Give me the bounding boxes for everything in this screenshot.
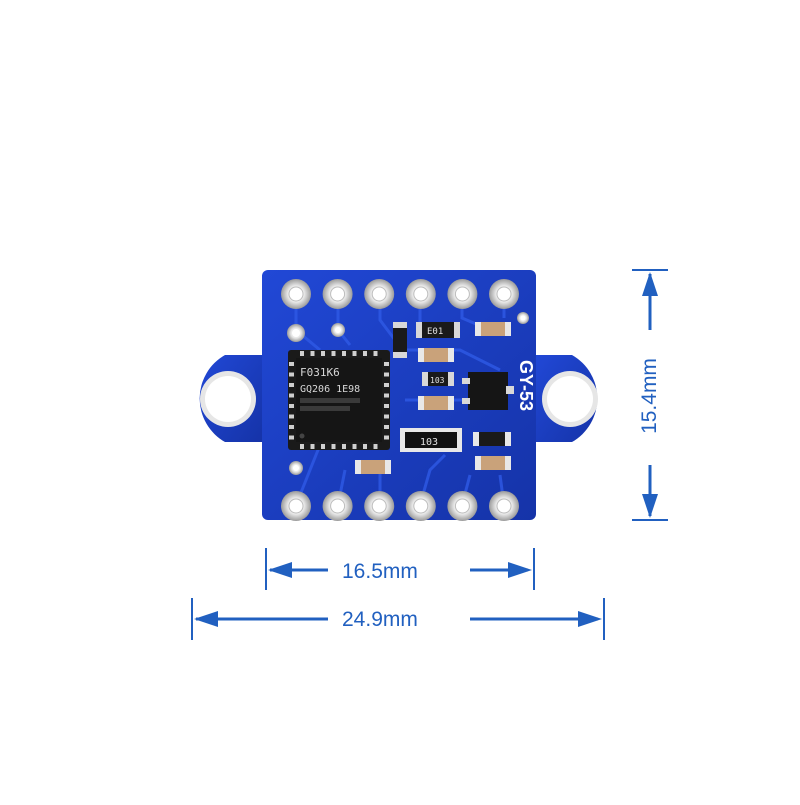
- chip-pin: [384, 362, 389, 366]
- top-pin-pad-hole: [330, 286, 346, 302]
- bottom-pin-pad-hole: [496, 498, 512, 514]
- bottom-pin-pad-hole: [413, 498, 429, 514]
- chip-pin: [289, 404, 294, 408]
- chip-marking-line1: F031K6: [300, 366, 340, 379]
- chip-pin: [363, 351, 367, 356]
- chip-pin: [352, 444, 357, 449]
- chip-pin: [321, 351, 325, 356]
- chip-marking-line2: GQ206 1E98: [300, 384, 360, 395]
- chip-pin: [384, 425, 389, 429]
- board-silkscreen-label: GY-53: [516, 360, 536, 411]
- bottom-pin-pad-hole: [330, 498, 346, 514]
- chip-pin: [384, 435, 389, 440]
- chip-pin: [289, 425, 294, 429]
- top-pin-pad-hole: [371, 286, 387, 302]
- mounting-hole-right: [542, 371, 598, 427]
- chip-pin: [310, 351, 315, 356]
- chip-pin: [373, 444, 378, 449]
- chip-pin: [384, 372, 389, 377]
- chip-pin: [373, 351, 378, 356]
- resistor-code: 103: [420, 437, 438, 448]
- smd-components: E01 103: [355, 322, 514, 474]
- pcb-board: [199, 270, 598, 520]
- chip-pin: [331, 351, 336, 356]
- chip-pin: [289, 383, 294, 387]
- bottom-pin-row: [281, 491, 519, 521]
- chip-pin: [342, 351, 346, 356]
- top-pin-pad-hole: [288, 286, 304, 302]
- bottom-pin-pad-hole: [288, 498, 304, 514]
- chip-pin: [289, 372, 294, 377]
- chip-pin: [300, 351, 304, 356]
- dimension-lines: [191, 269, 668, 640]
- microcontroller-chip: F031K6 GQ206 1E98: [288, 350, 390, 450]
- bottom-pin-pad-hole: [371, 498, 387, 514]
- chip-pin: [321, 444, 325, 449]
- top-pin-row: [281, 279, 519, 309]
- top-pin-pad-hole: [496, 286, 512, 302]
- chip-pin: [384, 393, 389, 398]
- chip-pin: [363, 444, 367, 449]
- chip-pin: [300, 444, 304, 449]
- height-label: 15.4mm: [638, 354, 662, 438]
- chip-pin: [352, 351, 357, 356]
- chip-pin: [342, 444, 346, 449]
- chip-pin: [384, 414, 389, 419]
- pad-code-2: 103: [430, 376, 445, 385]
- chip-pin: [289, 414, 294, 419]
- chip-pin: [289, 393, 294, 398]
- top-pin-pad-hole: [454, 286, 470, 302]
- vias: [287, 312, 529, 475]
- bottom-pin-pad-hole: [454, 498, 470, 514]
- chip-pin: [384, 383, 389, 387]
- inner-width-label: 16.5mm: [338, 560, 422, 584]
- chip-pin: [289, 362, 294, 366]
- chip-pin: [310, 444, 315, 449]
- mounting-hole-left: [200, 371, 256, 427]
- pad-code-1: E01: [427, 327, 443, 337]
- top-pin-pad-hole: [413, 286, 429, 302]
- chip-pin: [289, 435, 294, 440]
- outer-width-label: 24.9mm: [338, 608, 422, 632]
- chip-pin: [331, 444, 336, 449]
- chip-pin: [384, 404, 389, 408]
